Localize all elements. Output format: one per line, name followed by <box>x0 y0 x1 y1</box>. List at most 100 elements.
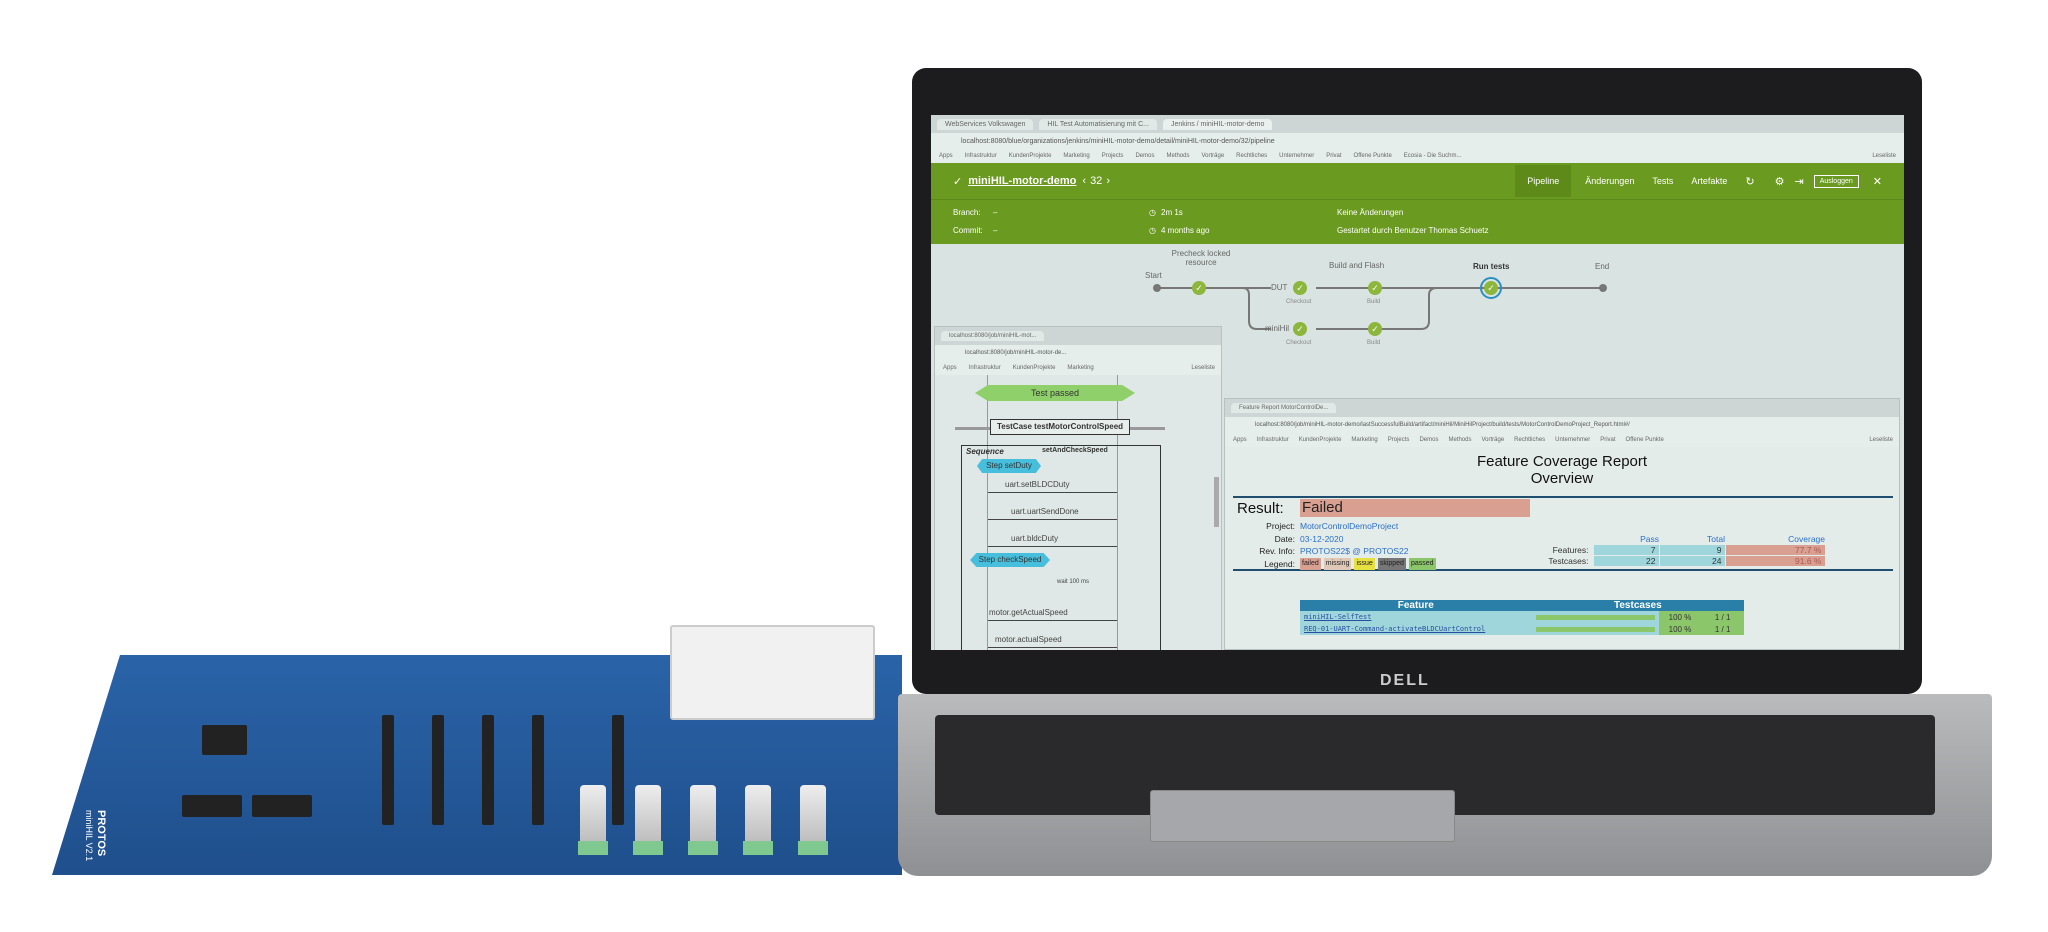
bookmark[interactable]: Vorträge <box>1201 153 1225 159</box>
bookmark[interactable]: Infrastruktur <box>1256 437 1289 443</box>
reading-list[interactable]: Leseliste <box>1872 153 1896 159</box>
nav-pipeline[interactable]: Pipeline <box>1515 165 1572 197</box>
potentiometer[interactable] <box>578 785 608 855</box>
browser-tabs: WebServices Volkswagen HIL Test Automati… <box>931 115 1904 133</box>
bookmark[interactable]: Demos <box>1419 437 1439 443</box>
tab[interactable]: localhost:8080/job/miniHIL-mot... <box>941 331 1045 341</box>
stage-checkout-passed-icon[interactable]: ✓ <box>1293 322 1307 336</box>
stage-checkout-passed-icon[interactable]: ✓ <box>1293 281 1307 295</box>
address-bar[interactable]: localhost:8080/job/miniHIL-motor-de... <box>935 345 1221 361</box>
check-icon: ✓ <box>953 175 963 188</box>
clock-icon: ◷ <box>1149 226 1156 235</box>
potentiometer[interactable] <box>688 785 718 855</box>
stage-build-passed-icon[interactable]: ✓ <box>1368 281 1382 295</box>
gear-icon[interactable]: ⚙ <box>1774 175 1785 188</box>
bookmark[interactable]: Privat <box>1326 153 1342 159</box>
close-icon[interactable]: ✕ <box>1872 175 1882 188</box>
features-pass: 7 <box>1592 544 1660 556</box>
logout-button[interactable]: Ausloggen <box>1813 174 1859 188</box>
bookmark[interactable]: Marketing <box>1063 153 1090 159</box>
bookmark[interactable]: KundenProjekte <box>1012 365 1056 371</box>
bookmark[interactable]: Infrastruktur <box>968 365 1001 371</box>
stage-start: Start <box>1145 271 1162 280</box>
bookmark[interactable]: KundenProjekte <box>1298 437 1342 443</box>
reading-list[interactable]: Leseliste <box>1191 365 1215 371</box>
scrollbar[interactable] <box>1214 477 1219 527</box>
testcase-percent: 100 % <box>1658 611 1702 623</box>
exit-icon[interactable]: ⇥ <box>1794 175 1804 188</box>
stats-header: Pass <box>1640 534 1659 544</box>
bookmark[interactable]: Marketing <box>1067 365 1094 371</box>
project-label: Project: <box>1266 521 1295 531</box>
report-summary: Result: Failed Project: Date: Rev. Info:… <box>1233 496 1893 571</box>
tab[interactable]: Feature Report MotorControlDe... <box>1231 403 1337 413</box>
bookmark[interactable]: Privat <box>1600 437 1616 443</box>
arrow-left <box>988 519 1117 520</box>
stage-precheck-passed-icon[interactable]: ✓ <box>1192 281 1206 295</box>
bookmark[interactable]: Apps <box>943 365 957 371</box>
stage-build-passed-icon[interactable]: ✓ <box>1368 322 1382 336</box>
arrow-right <box>988 620 1117 621</box>
message: uart.setBLDCDuty <box>1005 480 1070 489</box>
progress-bar <box>1535 626 1655 632</box>
pipeline-lines <box>1153 277 1607 330</box>
date-value: 03-12-2020 <box>1300 533 1344 544</box>
features-total: 9 <box>1658 544 1726 556</box>
next-build-icon[interactable]: › <box>1106 175 1110 187</box>
bookmarks-bar: Apps Infrastruktur KundenProjekte Market… <box>931 149 1904 163</box>
sequence-frame: Sequence setAndCheckSpeed <box>961 445 1161 650</box>
legend-issue: issue <box>1354 557 1375 570</box>
prev-build-icon[interactable]: ‹ <box>1082 175 1087 187</box>
bookmark[interactable]: Vorträge <box>1481 437 1505 443</box>
bookmark[interactable]: Offene Punkte <box>1353 153 1392 159</box>
legend-missing: missing <box>1323 557 1352 570</box>
message: uart.uartSendDone <box>1011 507 1079 516</box>
potentiometer[interactable] <box>798 785 828 855</box>
chip <box>252 795 312 817</box>
bookmark[interactable]: Marketing <box>1351 437 1378 443</box>
nav-changes[interactable]: Änderungen <box>1585 176 1635 186</box>
address-bar[interactable]: localhost:8080/blue/organizations/jenkin… <box>931 133 1904 149</box>
bookmark[interactable]: Projects <box>1387 437 1410 443</box>
job-name-link[interactable]: miniHIL-motor-demo <box>968 175 1077 187</box>
potentiometer[interactable] <box>633 785 663 855</box>
address-bar[interactable]: localhost:8080/job/miniHIL-motor-demo/la… <box>1225 417 1899 433</box>
stage-build-flash: Build and Flash <box>1329 261 1385 270</box>
bookmark[interactable]: Ecosia - Die Suchm... <box>1403 153 1462 159</box>
tab-active[interactable]: Jenkins / miniHIL-motor-demo <box>1162 118 1273 130</box>
testcases-pass: 22 <box>1592 555 1660 567</box>
feature-link[interactable]: REQ-01-UART-Command-activateBLDCUartCont… <box>1304 625 1486 633</box>
bookmark[interactable]: Unternehmer <box>1555 437 1591 443</box>
tab[interactable]: HIL Test Automatisierung mit C... <box>1039 118 1157 130</box>
laptop-screen: WebServices Volkswagen HIL Test Automati… <box>931 115 1904 650</box>
wait-note: wait 100 ms <box>1057 579 1090 585</box>
message: motor.getActualSpeed <box>989 608 1068 617</box>
column-header: Testcases <box>1614 600 1662 611</box>
bookmark[interactable]: Offene Punkte <box>1625 437 1664 443</box>
tab[interactable]: WebServices Volkswagen <box>937 118 1034 130</box>
bookmark[interactable]: Rechtliches <box>1236 153 1268 159</box>
branch-dut: DUT <box>1271 283 1288 292</box>
nucleo-board <box>670 625 875 720</box>
feature-link[interactable]: miniHIL-SelfTest <box>1304 613 1372 621</box>
bookmark[interactable]: Methods <box>1448 437 1472 443</box>
rerun-icon[interactable]: ↻ <box>1745 175 1755 188</box>
stage-run-tests-passed-icon[interactable]: ✓ <box>1484 281 1498 295</box>
bookmark[interactable]: Unternehmer <box>1279 153 1315 159</box>
bookmark[interactable]: Infrastruktur <box>964 153 997 159</box>
bookmark[interactable]: Demos <box>1135 153 1155 159</box>
bookmark[interactable]: Apps <box>939 153 953 159</box>
reading-list[interactable]: Leseliste <box>1869 437 1893 443</box>
commit-label: Commit: <box>953 226 983 235</box>
bookmark[interactable]: Methods <box>1166 153 1190 159</box>
nav-tests[interactable]: Tests <box>1652 176 1674 186</box>
bookmark[interactable]: Rechtliches <box>1514 437 1546 443</box>
stats-header: Coverage <box>1788 534 1825 544</box>
nav-artifacts[interactable]: Artefakte <box>1691 176 1728 186</box>
bookmark[interactable]: Projects <box>1101 153 1124 159</box>
bookmark[interactable]: Apps <box>1233 437 1247 443</box>
sequence-name: setAndCheckSpeed <box>1042 447 1108 454</box>
potentiometer[interactable] <box>743 785 773 855</box>
branch-minihil: miniHil <box>1265 324 1289 333</box>
bookmark[interactable]: KundenProjekte <box>1008 153 1052 159</box>
